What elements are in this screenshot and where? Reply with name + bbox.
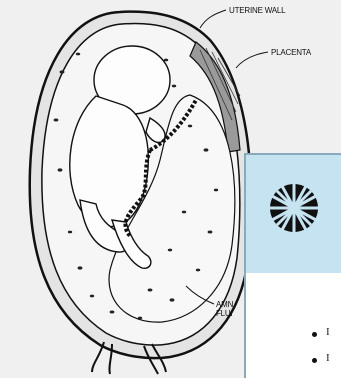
amniotic-fluid-label: AMN FLUI — [216, 300, 233, 318]
leader-placenta — [236, 52, 268, 68]
wheel-icon — [268, 182, 320, 234]
overlay-panel-body: I I — [246, 273, 341, 378]
amniotic-fluid-label-line2: FLUI — [216, 309, 233, 318]
uterine-wall-label: UTERINE WALL — [229, 6, 285, 15]
bullet-dot — [312, 358, 317, 363]
leader-uterine-wall — [200, 10, 226, 28]
amniotic-fluid-label-line1: AMN — [216, 300, 233, 309]
placenta-label: PLACENTA — [271, 48, 311, 57]
overlay-panel: I I — [244, 153, 341, 378]
bullet-text: I — [326, 352, 330, 364]
bullet-text: I — [326, 326, 330, 338]
bullet-dot — [312, 332, 317, 337]
